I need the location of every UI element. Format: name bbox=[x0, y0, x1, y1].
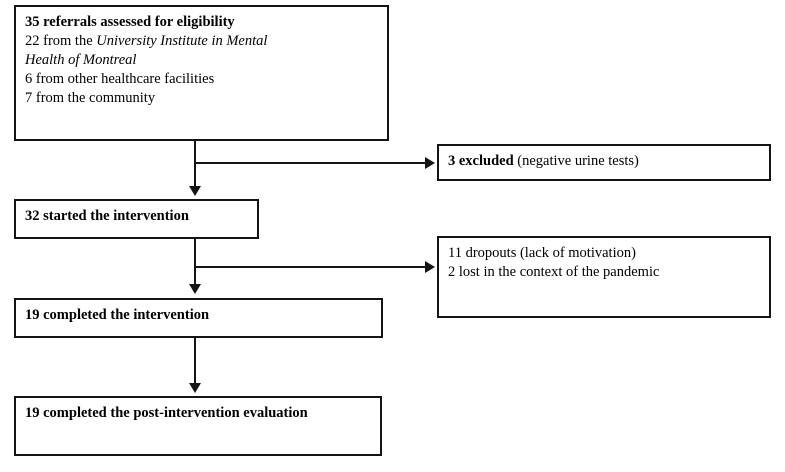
completed-heading: 19 completed the intervention bbox=[25, 307, 210, 323]
post-evaluation-heading: 19 completed the post-intervention evalu… bbox=[25, 405, 308, 421]
box-referrals-assessed: 35 referrals assessed for eligibility 22… bbox=[14, 5, 389, 141]
started-heading: 32 started the intervention bbox=[25, 208, 189, 224]
connector-completed-to-post-evaluation bbox=[194, 338, 196, 388]
screened-heading: 35 referrals assessed for eligibility bbox=[25, 14, 235, 30]
connector-screened-to-started bbox=[194, 141, 196, 191]
dropouts-line-2: 2 lost in the context of the pandemic bbox=[448, 264, 660, 280]
arrow-down-icon bbox=[189, 284, 201, 294]
started-line: 32 started the intervention bbox=[25, 207, 248, 226]
screened-source-1-institution-cont: Health of Montreal bbox=[25, 52, 137, 68]
connector-started-to-completed bbox=[194, 239, 196, 289]
screened-line-2: 22 from the University Institute in Ment… bbox=[25, 32, 378, 51]
box-completed-intervention: 19 completed the intervention bbox=[14, 298, 383, 338]
connector-screened-to-excluded bbox=[196, 162, 427, 164]
screened-line-5: 7 from the community bbox=[25, 90, 156, 106]
screened-line-3: Health of Montreal bbox=[25, 51, 378, 70]
screened-line-4: 6 from other healthcare facilities bbox=[25, 71, 215, 87]
dropouts-line-1: 11 dropouts (lack of motivation) bbox=[448, 245, 636, 261]
box-excluded: 3 excluded (negative urine tests) bbox=[437, 144, 771, 181]
box-dropouts: 11 dropouts (lack of motivation) 2 lost … bbox=[437, 236, 771, 318]
excluded-reason: (negative urine tests) bbox=[513, 153, 639, 169]
arrow-down-icon bbox=[189, 186, 201, 196]
arrow-right-icon bbox=[425, 157, 435, 169]
screened-source-1-prefix: 22 from the bbox=[25, 33, 97, 49]
arrow-down-icon bbox=[189, 383, 201, 393]
box-post-intervention-evaluation: 19 completed the post-intervention evalu… bbox=[14, 396, 382, 456]
excluded-count: 3 excluded bbox=[448, 153, 514, 169]
arrow-right-icon bbox=[425, 261, 435, 273]
screened-line-1: 35 referrals assessed for eligibility bbox=[25, 13, 378, 32]
box-started-intervention: 32 started the intervention bbox=[14, 199, 259, 239]
completed-line: 19 completed the intervention bbox=[25, 306, 372, 325]
connector-started-to-dropouts bbox=[196, 266, 427, 268]
screened-source-1-institution: University Institute in Mental bbox=[96, 33, 268, 49]
excluded-line: 3 excluded (negative urine tests) bbox=[448, 152, 760, 171]
